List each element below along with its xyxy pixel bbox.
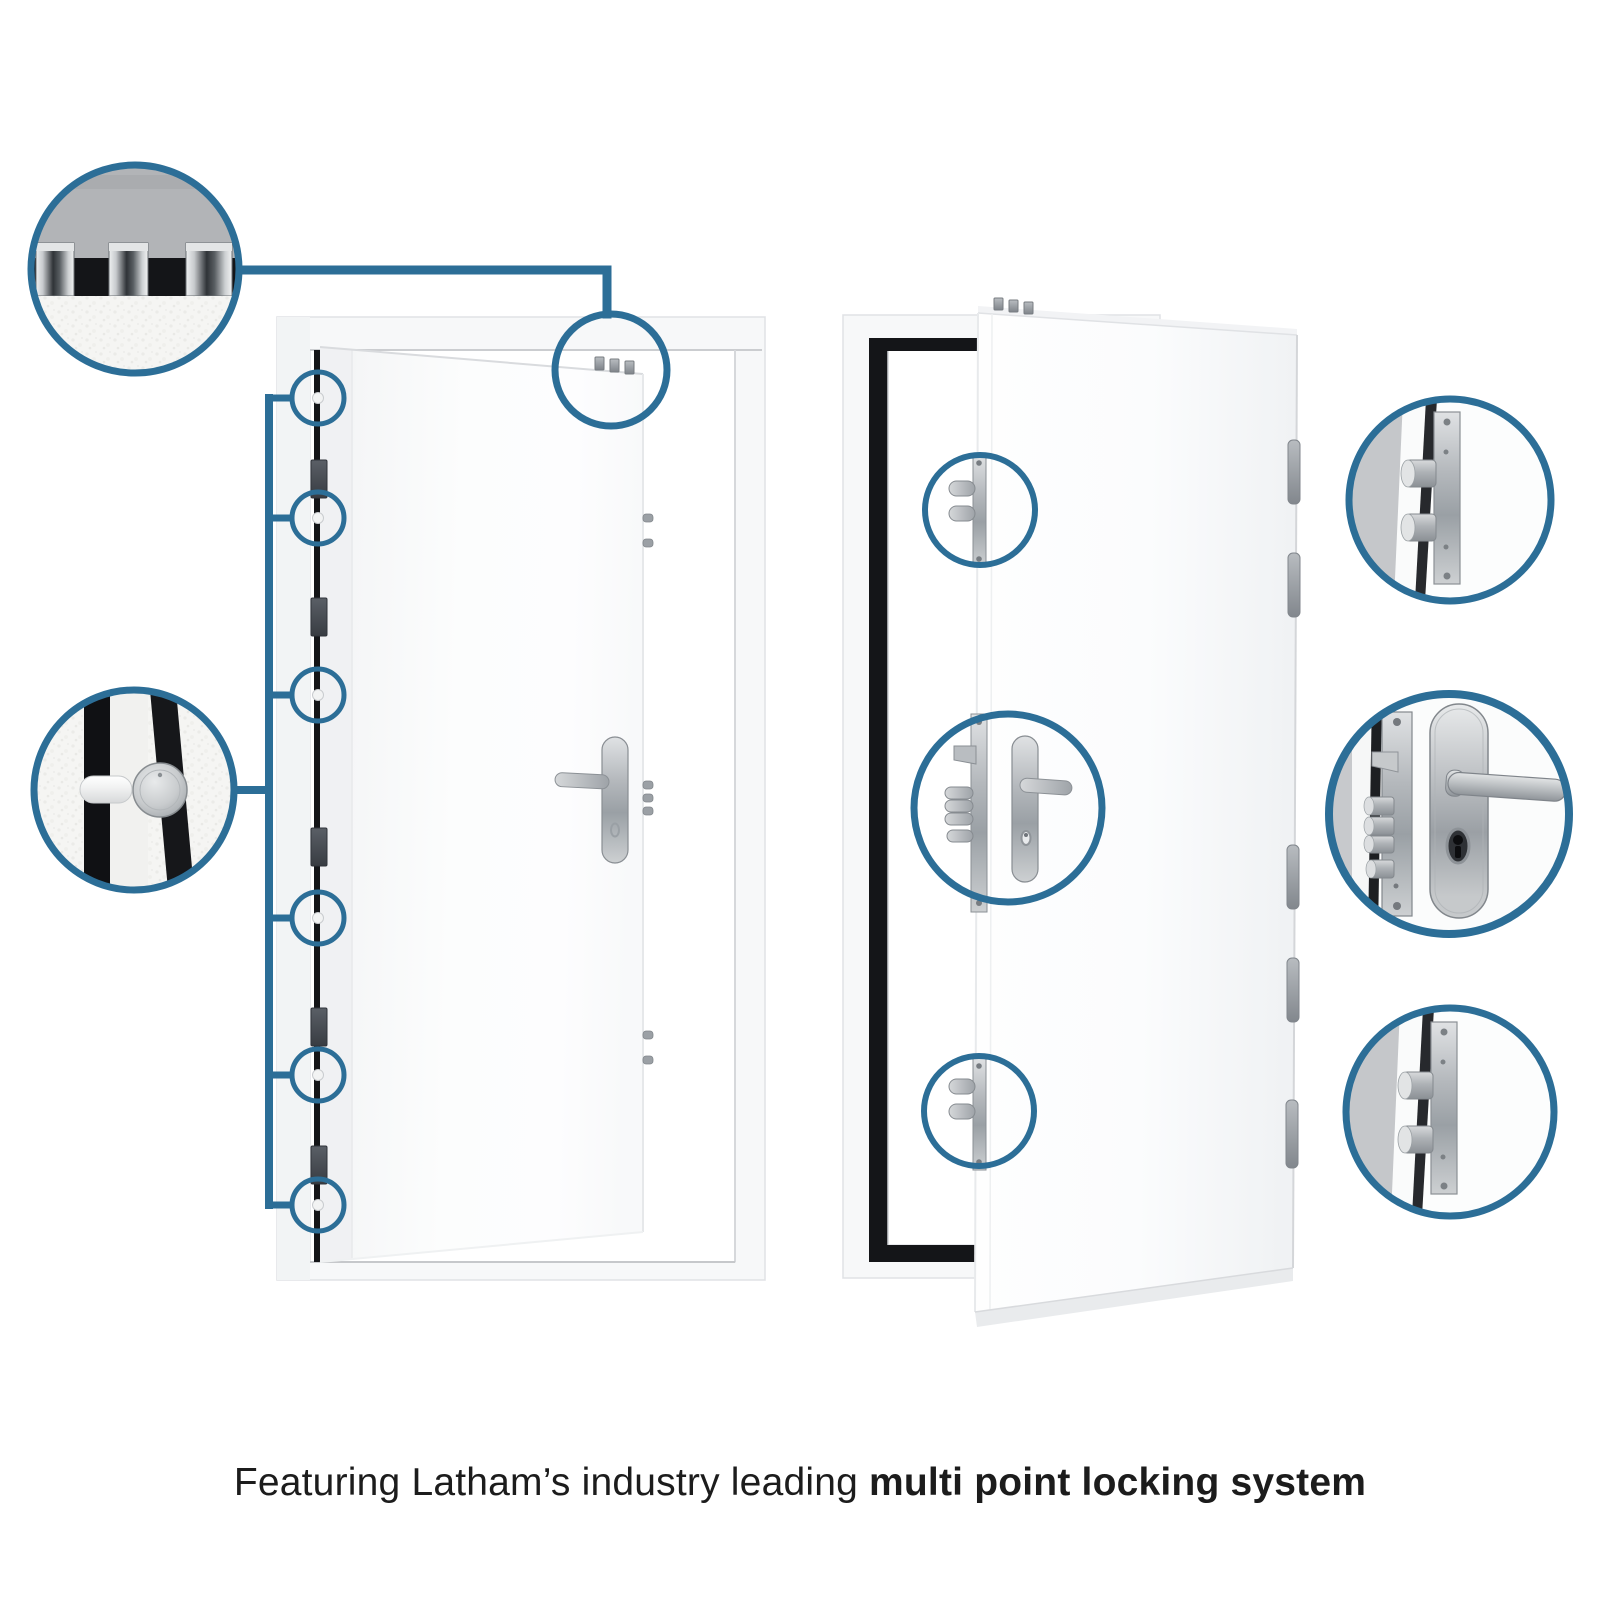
hinge-pin-ring-5 [289,1046,347,1104]
caption: Featuring Latham’s industry leading mult… [0,1458,1600,1508]
connector-dog-bolts [234,265,612,319]
security-pin-detail-circle [30,686,238,894]
hinge-pin-ring-4 [289,889,347,947]
caption-bold: multi point locking system [869,1461,1367,1504]
hinge-security-pins [312,392,324,1211]
hinge-pin-ring-3 [289,666,347,724]
lock-handle-detail-circle [1325,690,1573,938]
right-door-dog-bolts-icon [993,297,1034,315]
right-door-bottom-bolt-plate [948,1057,987,1171]
right-door-panel [974,306,1298,1327]
right-door-hinges [1285,439,1301,1169]
top-dog-bolts-ring [551,310,671,430]
right-door-top-bolt-plate [948,454,987,568]
hinge-pin-ring-1 [289,369,347,427]
left-door-dog-bolts-icon [594,356,635,375]
left-door-hinges [310,459,328,1185]
hinge-pin-ring-2 [289,489,347,547]
deadbolts-detail-circle-bottom [1342,1004,1558,1220]
right-door-handle [1011,735,1073,883]
lock-and-handle-ring [910,710,1106,906]
left-door-handle [554,736,629,864]
callout-connectors [229,265,612,1209]
left-door-assembly [276,316,766,1281]
callout-rings [289,310,1106,1234]
left-door-hinge-gap [314,350,321,1262]
edge-bolts-ring-top [922,452,1038,568]
right-door-assembly [842,297,1301,1327]
caption-regular: Featuring Latham’s industry leading [233,1461,870,1504]
dog-bolts-detail-circle [27,161,243,377]
left-door-panel [319,346,644,1263]
edge-bolts-ring-bottom [921,1053,1037,1169]
left-door-frame [276,316,766,1281]
left-door-lock-edge-bolts [642,513,654,1065]
hinge-pin-ring-6 [289,1176,347,1234]
deadbolts-detail-circle-top [1345,395,1555,605]
